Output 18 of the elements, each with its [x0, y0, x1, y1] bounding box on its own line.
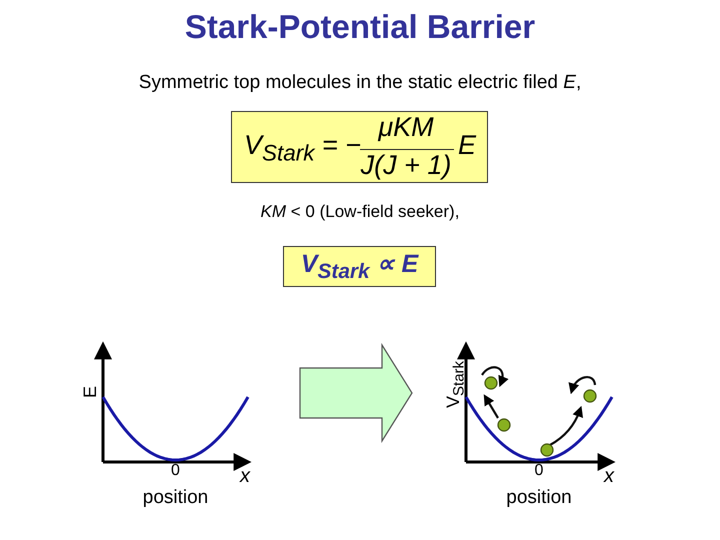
text-line: Symmetric top molecules in the static electric filed E,: [138, 72, 582, 94]
formula-lhs: V$_{Stark}$ = −: [244, 130, 362, 166]
axis-title: position: [142, 488, 210, 507]
text-line: KM < 0 (Low-field seeker),: [260, 202, 460, 222]
formula-factor: E: [458, 130, 476, 161]
axis-title: position: [505, 488, 573, 507]
numerator: μKM: [376, 112, 435, 143]
title: Stark-Potential Barrier: [184, 8, 536, 46]
proportionality-formula: V$_{Stark}$ ∝ E: [300, 249, 418, 284]
highlight-box: [283, 246, 436, 287]
tick-label: 0: [170, 463, 181, 479]
axis-label: E: [81, 386, 99, 398]
denominator: J(J + 1): [360, 150, 452, 181]
formula-box: [231, 111, 488, 183]
axis-label: x: [604, 466, 614, 486]
block-arrow: [299, 342, 413, 444]
tick-label: 0: [534, 463, 544, 479]
axis-label: x: [240, 466, 250, 486]
